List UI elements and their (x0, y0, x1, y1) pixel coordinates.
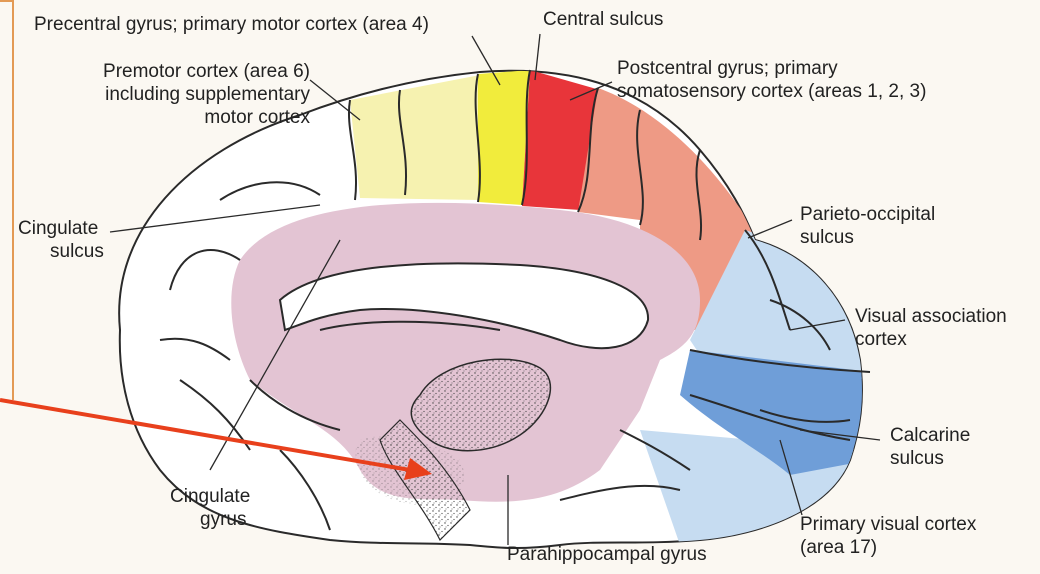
label-precentral-gyrus: Precentral gyrus; primary motor cortex (… (34, 13, 429, 36)
label-central-sulcus: Central sulcus (543, 8, 663, 31)
primary-motor-region (478, 70, 530, 205)
label-calcarine-sulcus: Calcarine sulcus (890, 424, 970, 470)
label-premotor-cortex: Premotor cortex (area 6) including suppl… (70, 60, 310, 129)
label-primary-visual-cortex: Primary visual cortex (area 17) (800, 513, 976, 559)
label-parieto-occipital-sulcus: Parieto-occipital sulcus (800, 203, 935, 249)
label-cingulate-sulcus: Cingulate sulcus (18, 217, 104, 263)
label-postcentral-gyrus: Postcentral gyrus; primary somatosensory… (617, 57, 926, 103)
page-frame-rule (0, 0, 14, 400)
label-parahippocampal-gyrus: Parahippocampal gyrus (507, 543, 707, 566)
label-cingulate-gyrus: Cingulate gyrus (170, 485, 250, 531)
label-visual-association-cortex: Visual association cortex (855, 305, 1007, 351)
